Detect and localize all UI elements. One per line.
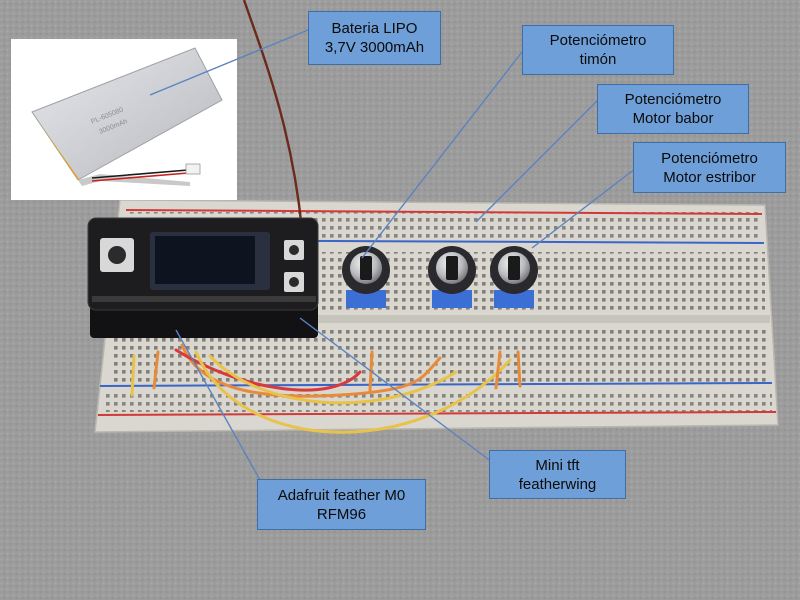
callout-pot-starboard: Potenciómetro Motor estribor <box>633 142 786 193</box>
callout-pot-port-line1: Potenciómetro <box>624 91 722 108</box>
callout-battery-line2: 3,7V 3000mAh <box>324 39 425 56</box>
callout-feather-line1: Adafruit feather M0 <box>277 486 406 504</box>
callout-pot-rudder: Potenciómetro timón <box>522 25 674 75</box>
callout-battery-line1: Bateria LIPO <box>331 20 418 37</box>
jumper-wires <box>130 343 522 434</box>
callout-pot-port-line2: Motor babor <box>632 110 714 127</box>
callout-feather: Adafruit feather M0 RFM96 <box>257 479 426 530</box>
leader-lines <box>149 29 637 481</box>
callout-pot-starboard-line1: Potenciómetro <box>661 149 758 167</box>
callout-feather-line2: RFM96 <box>316 505 367 523</box>
battery-photo: PL-605080 3000mAh <box>11 39 237 200</box>
callout-display-line1: Mini tft <box>535 456 580 474</box>
callout-pot-port: Potenciómetro Motor babor <box>597 84 749 134</box>
potentiometer-starboard <box>490 246 538 308</box>
callout-pot-rudder-line1: Potenciómetro <box>549 32 647 49</box>
callout-battery: Bateria LIPO 3,7V 3000mAh <box>308 11 441 65</box>
antenna-wire <box>242 0 304 231</box>
callout-pot-starboard-line2: Motor estribor <box>663 168 756 186</box>
callout-display: Mini tft featherwing <box>489 450 626 499</box>
callout-pot-rudder-line2: timón <box>579 51 617 68</box>
callout-display-line2: featherwing <box>518 475 597 493</box>
potentiometer-port <box>428 246 476 308</box>
feather-stack <box>87 217 319 338</box>
potentiometer-rudder <box>342 246 390 308</box>
